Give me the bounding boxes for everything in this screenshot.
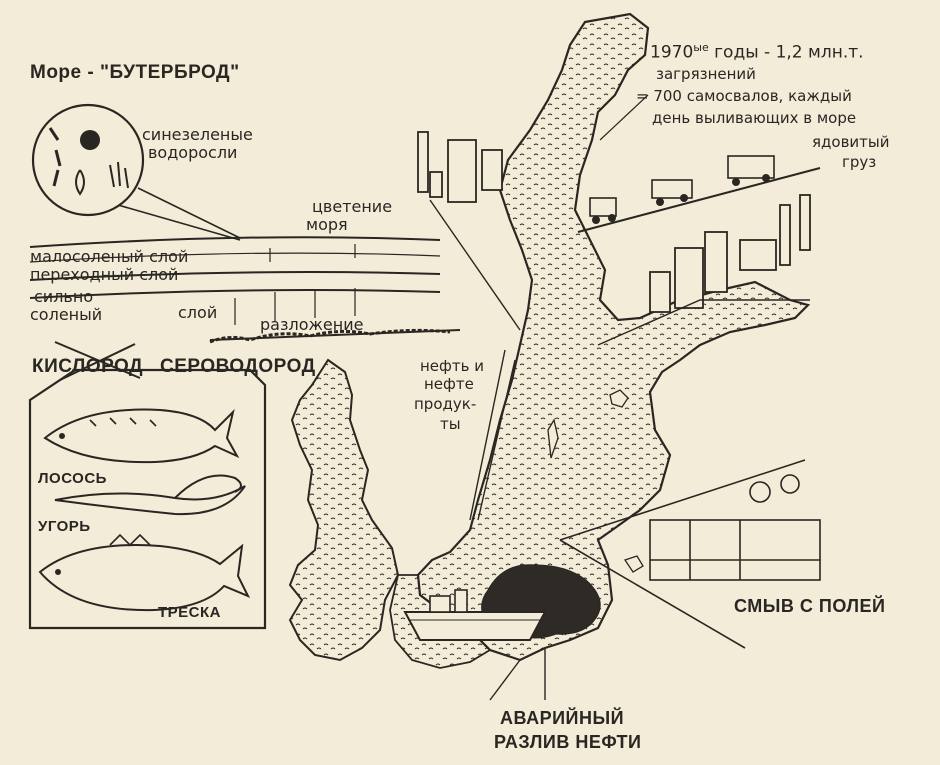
layer-transition-label: переходный слой (30, 265, 179, 284)
pollution-line-4: день выливающих в море (652, 109, 857, 127)
algae-label-2: водоросли (148, 143, 238, 162)
oil-label-2: нефте (424, 375, 474, 393)
layer-high-salt-label-2: соленый (30, 305, 103, 324)
pollution-line-1: 1970ые годы - 1,2 млн.т. (650, 41, 864, 63)
layer-low-salt-label: малосоленый слой (30, 247, 189, 266)
pollution-year: 1970 (650, 42, 694, 63)
oil-label-1: нефть и (420, 357, 484, 375)
pollution-amount: годы - 1,2 млн.т. (714, 42, 864, 63)
fish-panel (28, 368, 267, 630)
sea-map (288, 12, 811, 669)
bloom-label-1: цветение (312, 197, 393, 216)
spill-label-2: РАЗЛИВ НЕФТИ (494, 732, 642, 752)
pollution-year-suffix: ые (693, 41, 709, 54)
island (609, 389, 629, 408)
island (623, 555, 644, 573)
oxygen-label: КИСЛОРОД (32, 356, 144, 377)
hydrogen-sulfide-label: СЕРОВОДОРОД (160, 356, 316, 377)
baltic-sea-shape (416, 12, 811, 662)
pollution-line-6: груз (842, 153, 877, 171)
diagram-title: Море - "БУТЕРБРОД" (30, 62, 240, 83)
salmon-label: ЛОСОСЬ (38, 470, 107, 487)
island (547, 418, 559, 459)
danish-straits-shape (288, 358, 400, 662)
pollution-line-5: ядовитый (812, 133, 890, 151)
cod-icon (38, 533, 251, 612)
bloom-label-2: моря (306, 215, 348, 234)
sea-layers-section (29, 236, 461, 344)
oil-label-4: ты (440, 415, 461, 433)
layer-high-salt-label-3: слой (178, 303, 218, 322)
layer-high-salt-label-1: сильно (34, 287, 94, 306)
tanker-ship-icon (403, 589, 547, 641)
salmon-icon (43, 408, 240, 464)
farm-icons (649, 474, 821, 581)
city-factory-icons (649, 194, 811, 313)
factory-icons (417, 131, 503, 203)
decomposition-label: разложение (260, 315, 364, 334)
algae-magnifier (31, 103, 241, 241)
eel-icon (54, 474, 246, 516)
pollution-line-3: = 700 самосвалов, каждый (636, 87, 852, 105)
spill-label-1: АВАРИЙНЫЙ (500, 708, 625, 728)
field-runoff-rays (559, 459, 806, 649)
algae-label-1: синезеленые (142, 125, 253, 144)
truck-icons (577, 155, 821, 233)
eel-label: УГОРЬ (38, 518, 91, 535)
field-runoff-label: СМЫВ С ПОЛЕЙ (734, 596, 886, 616)
cod-label: ТРЕСКА (158, 604, 221, 621)
oil-label-3: продук- (414, 395, 477, 413)
oxygen-crossed-out-mark (54, 341, 141, 381)
pollution-line-2: загрязнений (656, 65, 756, 83)
